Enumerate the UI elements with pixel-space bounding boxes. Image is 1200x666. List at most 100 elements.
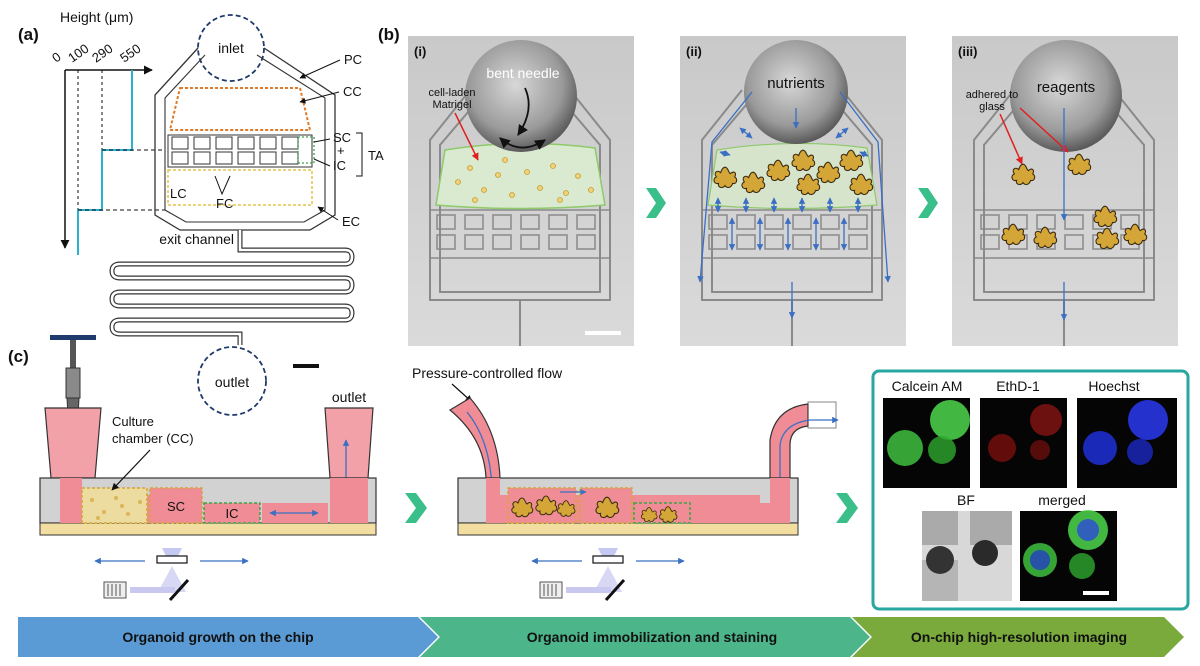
chip-outline <box>154 47 336 231</box>
culture-chamber-pointer <box>111 449 151 491</box>
image-hoechst <box>1077 398 1177 488</box>
height-axis-title: Height (μm) <box>60 9 133 25</box>
ta-bracket <box>356 132 363 177</box>
image-calcein <box>883 398 970 488</box>
outlet-tube <box>769 403 809 479</box>
culture-chamber-outline <box>168 87 312 131</box>
bent-needle-label: bent needle <box>486 65 559 81</box>
outlet-label: outlet <box>215 374 249 390</box>
trap-array <box>167 134 313 168</box>
process-banner: Organoid growth on the chip Organoid imm… <box>18 617 1184 657</box>
pressure-flow-label: Pressure-controlled flow <box>412 365 563 381</box>
subpanel-iii-label: (iii) <box>958 44 978 59</box>
culture-chamber-c <box>81 487 148 524</box>
droplet-ii <box>744 40 848 144</box>
panel-a-label: (a) <box>18 25 39 44</box>
rotation-arrow <box>499 137 546 150</box>
subpanel-ii-label: (ii) <box>686 44 702 59</box>
ic-label: IC <box>333 158 346 173</box>
scale-bar-b <box>585 331 621 335</box>
sc-c-label: SC <box>167 499 185 514</box>
stain-label-ethd: EthD-1 <box>996 378 1040 394</box>
sc-chamber <box>149 487 203 524</box>
ta-label: TA <box>368 148 384 163</box>
matrigel-cells <box>455 157 594 203</box>
ec-arrow <box>317 206 339 221</box>
adhered-pointer-2 <box>1019 107 1069 153</box>
needle-arrow <box>517 87 530 136</box>
panel-c: (c) outlet SC IC Culture chamber (CC) <box>8 335 1190 611</box>
height-profile-line <box>77 70 133 255</box>
banner-step-3-label: On-chip high-resolution imaging <box>911 629 1127 645</box>
height-tick-290: 290 <box>89 41 115 66</box>
ic-pointer <box>313 158 331 167</box>
cc-label: CC <box>343 84 362 99</box>
glass-slide-c2 <box>457 522 799 536</box>
microscope-c2 <box>531 548 685 602</box>
subpanel-i-label: (i) <box>414 44 426 59</box>
micrograph-i: bent needle cell-laden Matrigel (i) <box>408 36 634 346</box>
culture-chamber-label-1: Culture <box>112 414 154 429</box>
reagents-label: reagents <box>1037 79 1095 96</box>
pc-arrow <box>299 59 341 79</box>
cell-laden-label-1: cell-laden <box>428 87 475 99</box>
flow-arrows-ii <box>697 91 891 319</box>
height-tick-100: 100 <box>65 41 91 66</box>
panel-b-label: (b) <box>378 25 400 44</box>
plus-label: + <box>337 143 345 158</box>
stain-label-hoechst: Hoechst <box>1088 378 1139 394</box>
sc-label: SC <box>333 130 351 145</box>
perfusion-channel-inner <box>164 54 326 223</box>
outlet-flow-arrow-c2 <box>779 416 839 478</box>
sc-ic-highlight <box>297 136 315 164</box>
exit-chamber-outline <box>167 169 313 206</box>
micrograph-iii: reagents adhered to glass (iii) <box>952 36 1178 346</box>
inlet-reservoir <box>44 407 102 479</box>
fc-label: FC <box>216 196 233 211</box>
droplet-iii <box>1010 40 1122 152</box>
image-ethd <box>980 398 1067 488</box>
adhered-pointer-1 <box>999 113 1023 165</box>
ic-chamber <box>203 502 261 524</box>
adhered-label-1: adhered to <box>966 89 1019 101</box>
image-bf <box>922 511 1012 601</box>
height-tick-550: 550 <box>117 41 143 66</box>
matrigel-pointer <box>454 112 479 161</box>
outlet-c-label: outlet <box>332 389 366 405</box>
ic-c-label: IC <box>226 506 239 521</box>
cc-arrow <box>299 91 340 104</box>
outlet-reservoir <box>324 407 374 479</box>
glass-slide-c1 <box>39 522 377 536</box>
chevron-c1 <box>405 493 427 523</box>
height-tick-0: 0 <box>49 49 64 65</box>
scale-bar-a <box>293 364 319 368</box>
lc-label: LC <box>170 186 187 201</box>
ec-label: EC <box>342 214 360 229</box>
adhered-label-2: glass <box>979 101 1005 113</box>
image-merged <box>1020 510 1117 601</box>
outlet-circle <box>197 346 267 416</box>
droplet-i <box>465 40 577 152</box>
microscope-c1 <box>94 548 249 602</box>
fc-pointers <box>214 175 231 196</box>
inlet-tube <box>448 397 501 479</box>
panel-c-label: (c) <box>8 347 29 366</box>
exit-channel-label: exit channel <box>159 231 234 247</box>
panel-b: (b) bent needle cell-laden Matrigel (i <box>378 25 1178 346</box>
stain-label-bf: BF <box>957 492 975 508</box>
banner-step-2-label: Organoid immobilization and staining <box>527 629 777 645</box>
inlet-label: inlet <box>218 40 244 56</box>
cell-laden-label-2: Matrigel <box>432 99 471 111</box>
banner-step-1-label: Organoid growth on the chip <box>122 629 313 645</box>
exit-channel-inner <box>110 230 354 345</box>
chevron-b1 <box>646 188 666 218</box>
culture-chamber-label-2: chamber (CC) <box>112 431 194 446</box>
exit-channel-outer <box>109 230 355 345</box>
stain-label-merged: merged <box>1038 492 1085 508</box>
nutrients-label: nutrients <box>767 75 825 92</box>
pc-label: PC <box>344 52 362 67</box>
sc-pointer <box>313 138 331 143</box>
stain-label-calcein: Calcein AM <box>892 378 963 394</box>
chevron-b2 <box>918 188 938 218</box>
